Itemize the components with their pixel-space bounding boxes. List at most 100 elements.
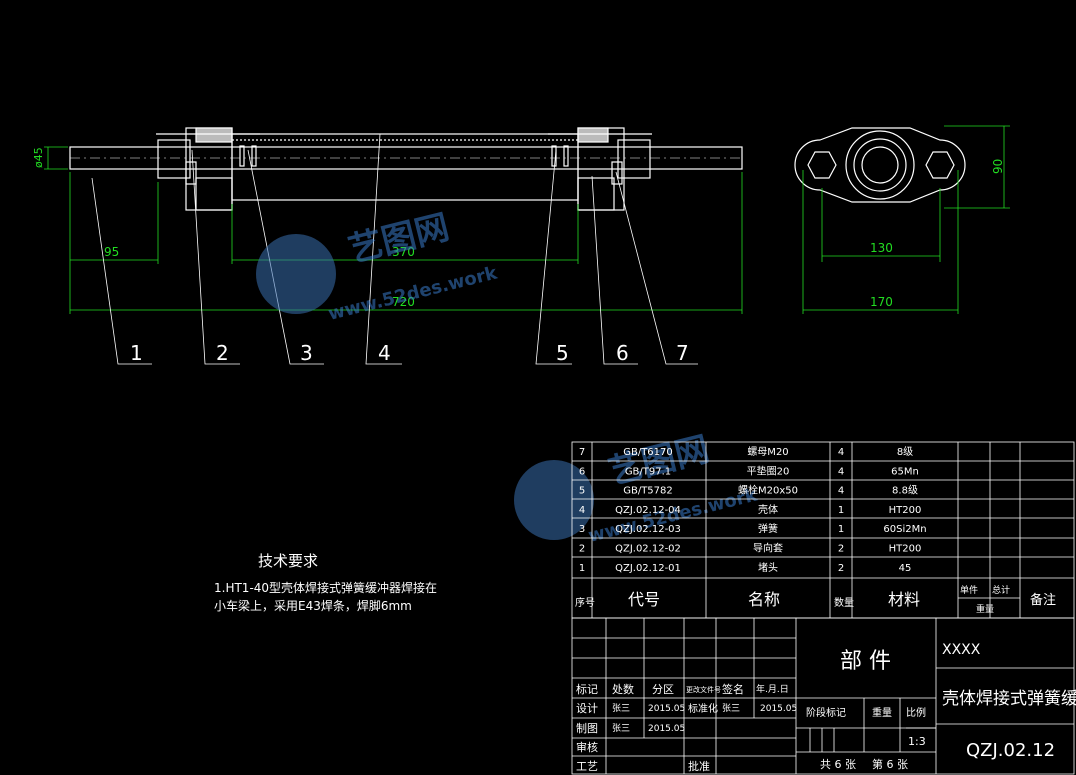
- tb-review-sign: 张三: [612, 723, 630, 734]
- parts-cell-qty: 1: [838, 524, 844, 535]
- leader-lines: [91, 133, 698, 365]
- dim-370: 370: [392, 245, 415, 259]
- tb-company: XXXX: [942, 642, 981, 658]
- dim-95: 95: [104, 245, 119, 259]
- balloon-4: 4: [378, 341, 391, 365]
- tb-mark: 标记: [576, 682, 598, 696]
- parts-cell-name: 导向套: [753, 542, 783, 555]
- parts-cell-code: QZJ.02.12-01: [615, 563, 681, 574]
- parts-cell-material: 8级: [897, 446, 913, 458]
- dim-170: 170: [870, 295, 893, 309]
- header-total: 总计: [992, 584, 1010, 596]
- parts-cell-name: 堵头: [758, 561, 778, 574]
- tb-date: 年.月.日: [756, 683, 789, 695]
- parts-cell-no: 2: [579, 544, 585, 555]
- tb-stage: 阶段标记: [806, 706, 846, 719]
- dim-90: 90: [991, 159, 1005, 174]
- tb-approve: 批准: [688, 759, 710, 773]
- tb-std-sign: 张三: [722, 703, 740, 714]
- front-view: [69, 127, 743, 211]
- parts-cell-qty: 1: [838, 505, 844, 516]
- tb-sheet: 第 6 张: [872, 757, 908, 771]
- tb-review: 制图: [576, 722, 598, 735]
- balloon-6: 6: [616, 341, 629, 365]
- tb-doc: 更改文件号: [686, 685, 721, 694]
- tb-count: 处数: [612, 683, 634, 696]
- parts-cell-no: 3: [579, 524, 585, 535]
- parts-cell-qty: 2: [838, 563, 844, 574]
- parts-cell-material: 65Mn: [891, 466, 919, 477]
- tb-designer: 张三: [612, 703, 630, 714]
- parts-cell-qty: 4: [838, 486, 844, 497]
- tb-sign: 签名: [722, 682, 744, 696]
- side-dimensions: [802, 125, 1010, 314]
- parts-cell-code: GB/T6170: [623, 447, 673, 458]
- tb-sheets: 共 6 张: [820, 758, 856, 771]
- tech-line-1: 1.HT1-40型壳体焊接式弹簧缓冲器焊接在: [214, 581, 438, 595]
- parts-cell-no: 4: [579, 505, 585, 516]
- parts-cell-name: 弹簧: [758, 522, 778, 535]
- header-no: 序号: [575, 596, 595, 609]
- dim-130: 130: [870, 241, 893, 255]
- parts-cell-no: 1: [579, 563, 585, 574]
- tb-drawing-no: QZJ.02.12: [966, 740, 1055, 761]
- parts-cell-name: 壳体: [758, 503, 778, 516]
- balloon-7: 7: [676, 341, 689, 365]
- tech-title: 技术要求: [258, 552, 319, 570]
- tb-design: 设计: [576, 702, 598, 715]
- bolt-hex-right: [925, 151, 955, 179]
- parts-cell-material: 45: [899, 563, 912, 574]
- parts-cell-no: 6: [579, 466, 585, 477]
- parts-cell-code: GB/T97.1: [625, 466, 671, 477]
- header-name: 名称: [748, 590, 780, 609]
- housing: [231, 133, 579, 201]
- header-remark: 备注: [1030, 592, 1056, 608]
- balloon-1: 1: [130, 341, 143, 365]
- parts-cell-material: 60Si2Mn: [883, 524, 926, 535]
- tb-craft: 工艺: [576, 760, 598, 773]
- tb-std: 标准化: [688, 702, 718, 715]
- tb-drawing-name: 壳体焊接式弹簧缓冲器: [942, 689, 1076, 709]
- parts-cell-material: 8.8级: [892, 485, 918, 497]
- parts-cell-code: GB/T5782: [623, 486, 673, 497]
- parts-cell-qty: 4: [838, 447, 844, 458]
- balloon-2: 2: [216, 341, 229, 365]
- tb-std-date: 2015.05: [760, 704, 797, 714]
- parts-cell-material: HT200: [889, 505, 922, 516]
- bolt-hex-left: [807, 151, 837, 179]
- tb-design-date: 2015.05: [648, 704, 685, 714]
- end-cap-right: [617, 139, 651, 179]
- header-qty: 数量: [834, 596, 854, 609]
- tb-review-date: 2015.05: [648, 724, 685, 734]
- svg-text:艺图网: 艺图网: [345, 207, 454, 270]
- tb-scale-label: 比例: [906, 706, 926, 719]
- balloon-3: 3: [300, 341, 313, 365]
- tb-category: 部 件: [840, 649, 891, 674]
- parts-list-grid: [571, 441, 1075, 619]
- tech-line-2: 小车梁上，采用E43焊条，焊脚6mm: [214, 599, 412, 613]
- watermark-1: 艺图网 www.52des.work: [256, 207, 500, 325]
- title-block-grid: [571, 617, 1075, 775]
- boss-outer: [845, 130, 915, 200]
- parts-cell-name: 平垫圈20: [747, 464, 790, 477]
- parts-cell-qty: 2: [838, 544, 844, 555]
- parts-cell-code: QZJ.02.12-02: [615, 544, 681, 555]
- parts-cell-code: QZJ.02.12-04: [615, 505, 681, 516]
- tb-zone: 分区: [652, 683, 674, 696]
- parts-cell-code: QZJ.02.12-03: [615, 524, 681, 535]
- dim-diameter: ø45: [32, 147, 45, 168]
- tb-scale: 1:3: [908, 735, 926, 748]
- balloon-5: 5: [556, 341, 569, 365]
- tech-requirements: 技术要求 1.HT1-40型壳体焊接式弹簧缓冲器焊接在 小车梁上，采用E43焊条…: [214, 550, 544, 615]
- tb-check: 审核: [576, 740, 598, 754]
- parts-cell-no: 5: [579, 486, 585, 497]
- side-view: [794, 127, 966, 203]
- parts-cell-material: HT200: [889, 544, 922, 555]
- parts-cell-name: 螺母M20: [747, 446, 788, 458]
- svg-text:www.52des.work: www.52des.work: [326, 262, 500, 325]
- globe-icon: [256, 234, 336, 314]
- header-weight: 重量: [976, 603, 994, 615]
- end-cap-left: [157, 139, 191, 179]
